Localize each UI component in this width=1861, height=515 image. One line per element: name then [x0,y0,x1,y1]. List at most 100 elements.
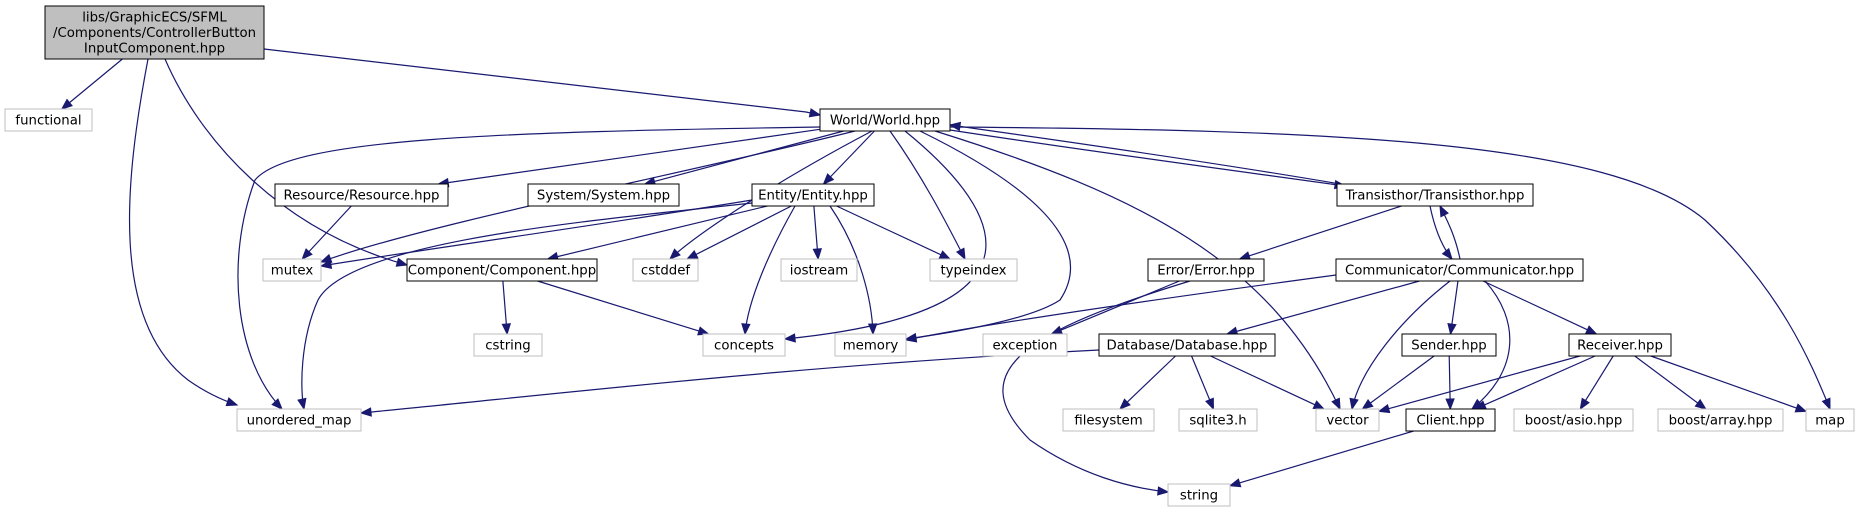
node-cstring: cstring [473,333,543,357]
node-box [632,258,699,282]
node-box [473,333,543,357]
node-communicator[interactable]: Communicator/Communicator.hpp [1335,258,1584,282]
node-box [702,333,786,357]
node-label: memory [843,338,899,353]
node-label: /Components/ControllerButton [53,26,256,41]
edge-line [836,205,943,256]
edge-world-to-resource [436,128,821,188]
node-component[interactable]: Component/Component.hpp [406,258,598,282]
arrow-head-icon [501,323,512,336]
edge-database-to-unordered_map [359,349,1100,417]
node-root[interactable]: libs/GraphicECS/SFML/Components/Controll… [44,5,265,60]
node-box [274,183,449,207]
node-system[interactable]: System/System.hpp [527,183,680,207]
edge-entity-to-component [546,205,768,262]
node-box [406,258,598,282]
node-functional: functional [4,108,93,132]
node-memory: memory [834,333,907,357]
node-label: World/World.hpp [830,113,940,128]
node-label: Resource/Resource.hpp [284,188,440,203]
edge-line [68,58,123,104]
edge-line [1235,280,1420,333]
node-client[interactable]: Client.hpp [1405,408,1496,432]
arrow-head-icon [783,333,796,343]
edge-line [889,130,966,260]
edge-entity-to-concepts [741,205,796,336]
edge-sender-to-client [1445,355,1455,411]
node-label: exception [993,338,1058,353]
edge-resource-to-mutex [301,205,352,260]
edge-line [1471,280,1511,410]
node-box [1401,333,1497,357]
arrow-head-icon [867,323,878,336]
node-error[interactable]: Error/Error.hpp [1147,258,1265,282]
arrow-head-icon [808,108,822,118]
node-box [982,333,1068,357]
edge-line [1002,280,1191,493]
edge-world-to-unordered_map [237,126,821,410]
node-typeindex: typeindex [929,258,1018,282]
edge-line [949,124,1341,185]
edge-line [301,202,753,410]
node-box [527,183,680,207]
node-box [1167,483,1231,507]
edge-line [1634,355,1699,405]
edge-error-to-exception [1050,280,1180,335]
edge-line [813,205,819,251]
node-label: Error/Error.hpp [1157,263,1255,278]
edge-line [949,129,1346,187]
node-label: vector [1326,413,1369,428]
node-string: string [1167,483,1231,507]
edge-line [1369,355,1435,405]
edge-entity-to-unordered_map [297,202,753,411]
arrow-head-icon [1361,398,1374,410]
edge-world-to-memory [904,130,1072,343]
node-label: cstring [485,338,530,353]
edge-line [1451,280,1459,326]
arrow-head-icon [1821,397,1831,411]
node-box [834,333,907,357]
edge-line [744,205,796,335]
edge-database-to-filesystem [1119,355,1176,410]
node-transisthor[interactable]: Transisthor/Transisthor.hpp [1336,183,1534,207]
arrow-head-icon [812,248,823,261]
edge-line [1650,355,1798,409]
node-box [1315,408,1380,432]
edge-line [1059,280,1180,332]
edge-communicator-to-sender [1447,280,1459,336]
node-resource[interactable]: Resource/Resource.hpp [274,183,449,207]
edge-line [263,48,821,116]
edge-line [164,58,408,266]
arrow-head-icon [741,323,751,336]
node-box [4,108,93,132]
node-label: cstddef [641,263,691,278]
node-database[interactable]: Database/Database.hpp [1098,333,1276,357]
node-box [1335,258,1584,282]
node-entity[interactable]: Entity/Entity.hpp [751,183,875,207]
edge-line [360,349,1100,414]
node-box [1405,408,1496,432]
node-label: map [1815,413,1845,428]
node-sender[interactable]: Sender.hpp [1401,333,1497,357]
arrow-head-icon [319,253,333,263]
edge-root-to-world [263,48,822,118]
node-label: mutex [271,263,314,278]
node-iostream: iostream [780,258,858,282]
arrow-head-icon [1447,322,1457,336]
node-world[interactable]: World/World.hpp [819,108,951,132]
edge-transisthor-to-error [1238,205,1402,261]
edge-receiver-to-vector [1377,355,1581,414]
node-mutex: mutex [262,258,322,282]
node-label: filesystem [1074,413,1142,428]
arrow-head-icon [1228,478,1242,488]
node-box [1513,408,1634,432]
arrow-head-icon [60,98,73,110]
node-cstddef: cstddef [632,258,699,282]
node-receiver[interactable]: Receiver.hpp [1568,333,1672,357]
edge-line [447,128,821,184]
arrow-head-icon [271,398,283,410]
arrow-head-icon [297,397,307,411]
edge-database-to-sqlite3 [1190,355,1214,411]
edge-line [1387,355,1581,410]
arrow-head-icon [1445,398,1455,411]
